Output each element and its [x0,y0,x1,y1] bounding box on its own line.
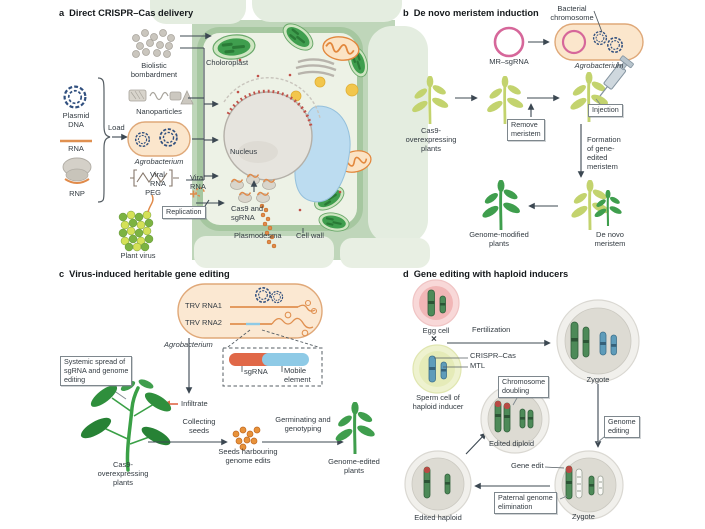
label-load: Load [108,123,125,132]
doubling-pointer [512,397,518,406]
label-egg-cell: Egg cell [422,326,450,335]
label-zygote-top: Zygote [586,375,610,384]
plant-virus-icon [118,194,154,252]
plasmodesma-icon [259,203,277,249]
label-viral-rna-outer: Viral RNA [150,170,166,188]
injection-pointer [595,98,601,105]
paternal-pointer [559,495,568,500]
label-genome-edited: Genome-edited plants [328,457,380,475]
label-agrobacterium-b: Agrobacterium [574,61,624,70]
nanoparticles-icon [128,89,194,105]
label-cas9-plants-b: Cas9- overexpressing plants [405,126,457,153]
label-plant-virus: Plant virus [120,251,156,260]
plant-icon [483,76,527,124]
mr-sgrna-icon [493,26,525,58]
delivery-arrows [180,32,225,207]
genome-editing-pointer [596,436,605,444]
arrow-to-diploid [465,432,487,455]
agrobacterium-icon [127,121,191,157]
zygote-top-icon [556,299,640,383]
cas9-plant-large-icon [80,379,172,472]
label-fertilization: Fertilization [472,325,511,334]
label-biolistic: Biolistic bombardment [130,61,178,79]
label-bacterial-chromosome: Bacterial chromosome [550,4,594,22]
sperm-label-pointers [434,357,468,368]
label-edited-haploid: Edited haploid [414,513,462,522]
label-nanoparticles: Nanoparticles [136,107,182,116]
label-plasmodesma: Plasmodesma [234,231,282,240]
label-collecting-seeds: Collecting seeds [182,417,216,435]
label-rna: RNA [68,144,84,153]
label-mtl: MTL [470,361,485,370]
label-seeds-harbouring: Seeds harbouring genome edits [218,447,278,465]
edited-diploid-icon [480,384,550,454]
seeds-icon [232,426,261,451]
viral-rna-icon [190,187,205,198]
biolistic-icon [132,29,175,58]
label-rnp: RNP [69,189,85,198]
label-germinating: Germinating and genotyping [275,415,331,433]
label-mobile-element: Mobile element [284,366,311,384]
label-mr-sgrna: MR–sgRNA [489,57,529,66]
label-gene-edit: Gene edit [511,461,544,470]
label-cas9-sgrna: Cas9 and sgRNA [231,204,264,222]
callout-replication: Replication [162,206,206,219]
label-de-novo-meristem: De novo meristem [594,230,626,248]
callout-systemic: Systemic spread of sgRNA and genome edit… [60,356,133,387]
nucleus-icon [223,77,321,181]
label-crispr-cas: CRISPR–Cas [470,351,516,360]
label-trv-rna1: TRV RNA1 [185,301,222,310]
label-zygote-bottom: Zygote [572,512,595,521]
agrobacterium-icon-b [554,23,644,61]
peg-icon [130,169,179,187]
callout-chromosome-doubling: Chromosome doubling [498,376,550,398]
callout-injection: Injection [588,104,623,117]
zygote-bottom-icon [554,450,624,520]
label-viral-rna-inner: Viral RNA [190,173,206,191]
gene-edit-pointer [544,466,565,469]
plasmid-dna-icon [63,85,87,109]
label-formation: Formation of gene- edited meristem [587,135,621,171]
label-sgrna: sgRNA [244,367,268,376]
cross-symbol: × [431,334,437,345]
genome-modified-plant-icon [478,180,524,230]
callout-genome-editing: Genome editing [604,416,640,438]
label-peg: PEG [145,188,161,197]
rnp-icon [62,157,92,184]
label-infiltrate: Infiltrate [181,399,208,408]
golgi-icon [295,58,337,78]
label-agrobacterium-a: Agrobacterium [134,157,184,166]
label-plasmid-dna: Plasmid DNA [62,111,90,129]
load-bracket [97,77,111,203]
edited-haploid-icon [404,450,472,518]
callout-remove-meristem: Remove meristem [507,119,545,141]
label-cas9-plants-c: Cas9- overexpressing plants [97,460,149,487]
label-sperm-cell: Sperm cell of haploid inducer [412,393,464,411]
label-cell-wall: Cell wall [296,231,324,240]
syringe-icon [599,55,634,97]
mobile-element-inset [222,329,323,387]
agrobacterium-capsule-icon [177,283,323,339]
label-nucleus: Nucleus [230,147,258,156]
bacterial-chromosome-pointer [593,10,603,33]
callout-paternal: Paternal genome elimination [494,492,557,514]
egg-cell-icon [412,279,460,327]
label-genome-modified: Genome-modified plants [469,230,529,248]
sperm-cell-icon [412,344,462,394]
label-chloroplast: Choloroplast [206,58,249,67]
label-agrobacterium-c: Agrobacterium [164,340,213,349]
trv-rna1-icon [230,299,318,315]
label-edited-diploid: Edited diploid [489,439,535,448]
trv-rna2-icon [230,311,314,337]
de-novo-meristem-plant-icon [567,180,624,230]
plant-row-arrows [455,94,560,117]
label-trv-rna2: TRV RNA2 [185,318,222,327]
